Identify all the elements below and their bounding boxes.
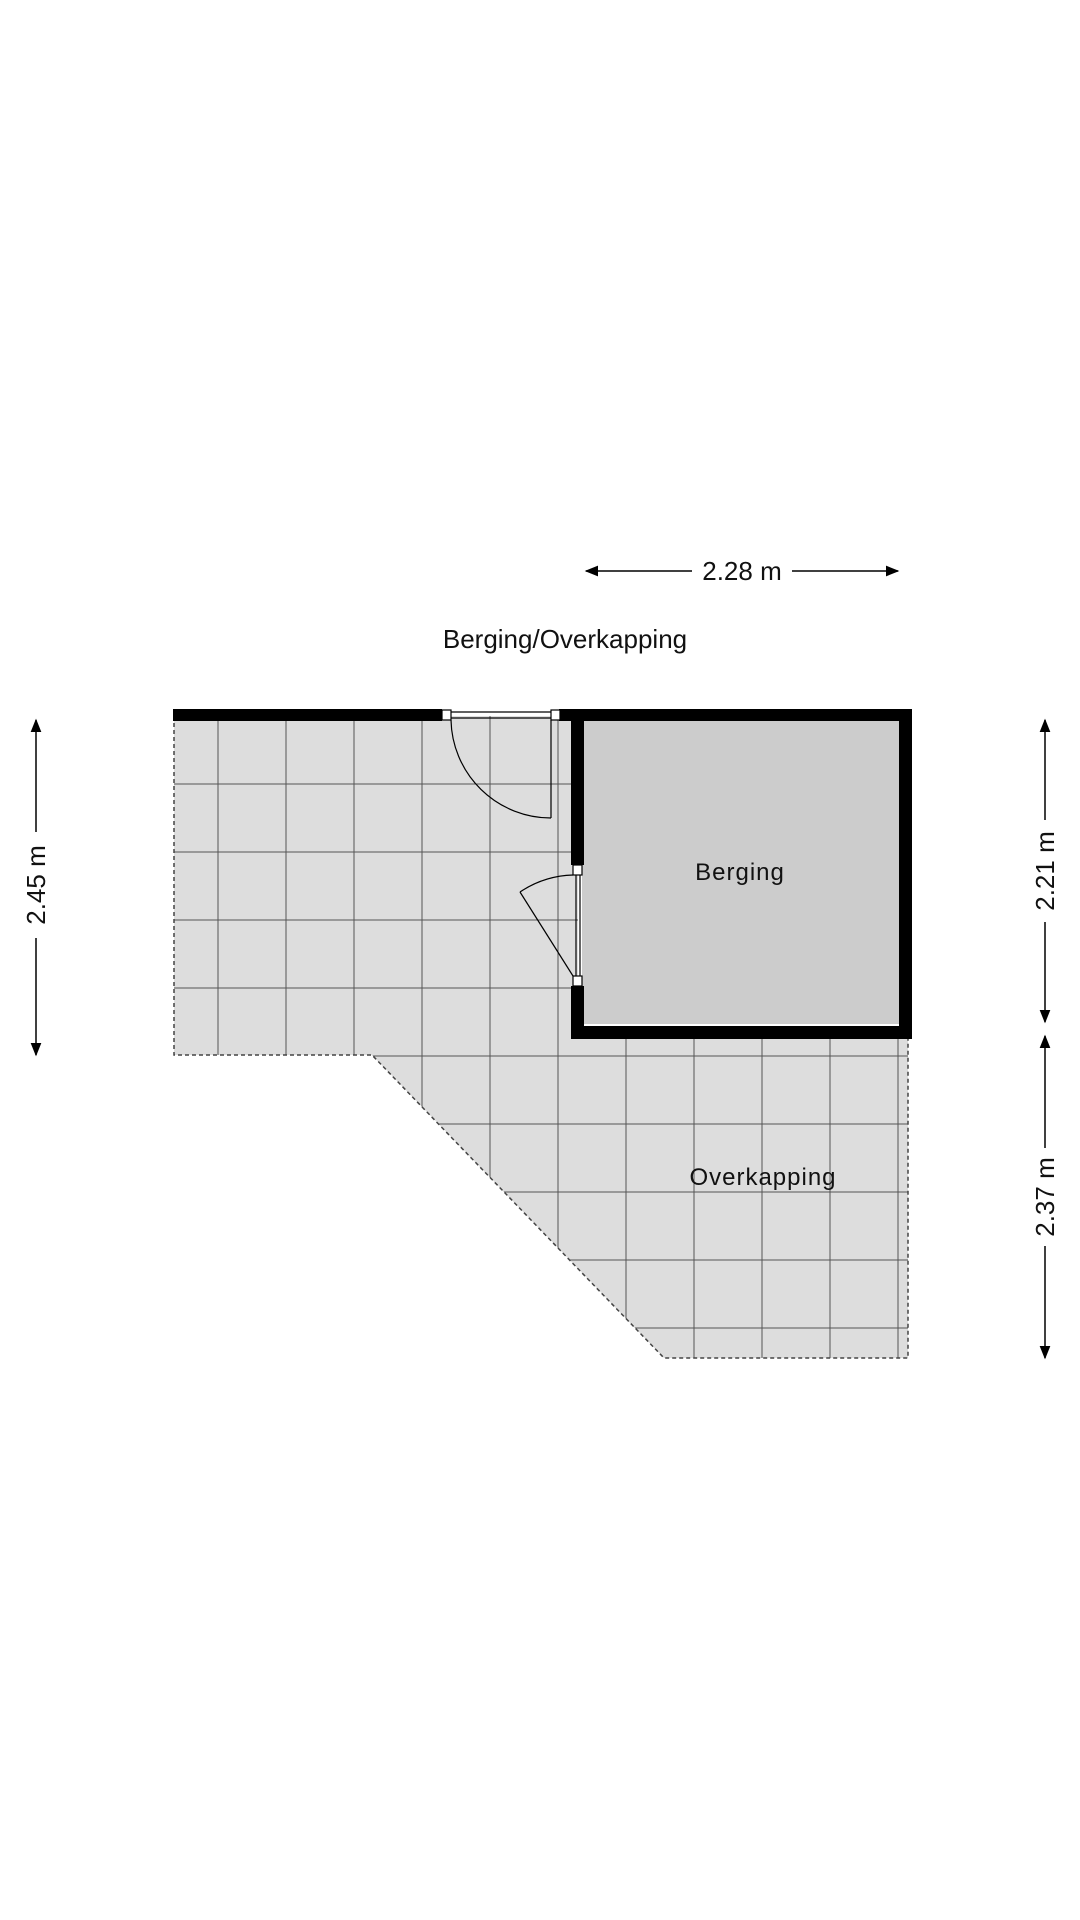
walls	[173, 709, 912, 1039]
top-wall-right	[559, 709, 912, 721]
berging-left-wall-upper	[571, 709, 584, 865]
berging-right-wall	[899, 709, 912, 1039]
dimension-label: 2.45 m	[21, 845, 51, 925]
dimension-label: 2.28 m	[702, 556, 782, 586]
room-label-berging: Berging	[695, 859, 785, 886]
dimension-label: 2.21 m	[1030, 831, 1060, 911]
room-label-overkapping: Overkapping	[689, 1164, 836, 1191]
top-door	[441, 709, 561, 819]
berging-left-wall-lower	[571, 986, 584, 1039]
dimension-right-lower-height: 2.37 m	[1030, 1034, 1060, 1360]
overkapping-open-edge	[173, 716, 909, 1359]
berging-bottom-wall	[571, 1026, 912, 1039]
berging-door	[519, 864, 583, 987]
plan-title: Berging/Overkapping	[443, 624, 687, 654]
dimension-top-width: 2.28 m	[584, 556, 900, 586]
berging-floor	[582, 720, 902, 1024]
dimension-right-upper-height: 2.21 m	[1030, 718, 1060, 1024]
overkapping-floor	[174, 716, 908, 1358]
dimension-left-height: 2.45 m	[21, 718, 51, 1057]
dimension-label: 2.37 m	[1030, 1157, 1060, 1237]
top-wall-left	[173, 709, 442, 721]
